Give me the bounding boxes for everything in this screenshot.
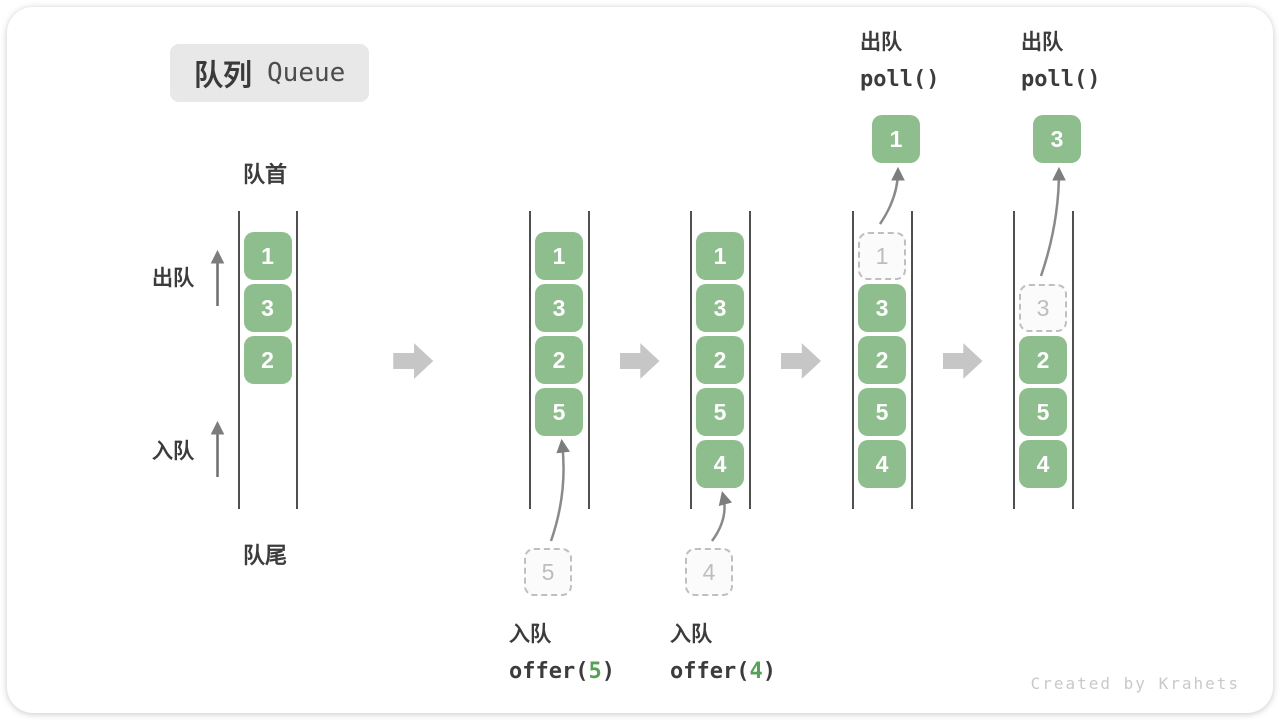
queue-wall-left (237, 211, 240, 509)
queue-cell: 3 (1019, 284, 1067, 332)
queue-cell: 3 (243, 284, 292, 332)
popped-dequeue-cell: 1 (872, 115, 920, 163)
op-code: poll() (1021, 67, 1101, 92)
op-code: offer(5) (509, 659, 615, 684)
op-code-pre: offer( (509, 659, 589, 684)
label-queue-rear: 队尾 (243, 543, 288, 568)
queue-wall-left (529, 211, 531, 509)
title-zh: 队列 (194, 60, 253, 92)
queue-wall-right (296, 211, 298, 509)
op-zh: 出队 (1021, 31, 1063, 54)
queue-cell: 5 (858, 388, 906, 436)
queue-cell: 2 (243, 336, 292, 384)
queue-cell: 5 (1019, 388, 1067, 436)
pending-enqueue-cell: 5 (524, 548, 572, 596)
op-code: offer(4) (670, 659, 776, 684)
pending-enqueue-cell: 4 (685, 548, 733, 596)
queue-cell: 5 (696, 388, 744, 436)
queue-wall-right (587, 211, 590, 509)
queue-cell: 3 (535, 284, 583, 332)
enqueue-op-label: 入队 offer(4) (670, 618, 776, 684)
queue-cell: 3 (696, 284, 744, 332)
queue-cell: 2 (696, 336, 744, 384)
queue-cell: 4 (696, 440, 744, 488)
title-en: Queue (267, 58, 346, 88)
queue-wall-left (852, 211, 854, 509)
op-zh: 入队 (509, 623, 551, 646)
queue-wall-left (1013, 211, 1015, 509)
op-code-post: ) (762, 659, 776, 684)
title-badge: 队列 Queue (170, 44, 370, 102)
op-zh: 出队 (860, 31, 902, 54)
queue-cell: 4 (1019, 440, 1067, 488)
op-code-pre: offer( (670, 659, 750, 684)
label-enqueue: 入队 (152, 440, 194, 463)
queue-cell: 1 (858, 232, 906, 280)
dequeue-op-label: 出队 poll() (1021, 26, 1100, 92)
op-zh: 入队 (670, 623, 712, 646)
op-code-arg: 4 (749, 659, 763, 684)
queue-wall-right (1071, 211, 1074, 509)
queue-cell: 4 (858, 440, 906, 488)
watermark: Created by Krahets (1030, 674, 1240, 693)
op-code-arg: 5 (588, 659, 602, 684)
queue-cell: 5 (535, 388, 583, 436)
queue-wall-left (690, 211, 692, 509)
label-dequeue: 出队 (152, 267, 194, 290)
queue-cell: 2 (858, 336, 906, 384)
queue-wall-right (910, 211, 913, 509)
queue-cell: 2 (535, 336, 583, 384)
popped-dequeue-cell: 3 (1033, 115, 1081, 163)
label-queue-front: 队首 (243, 162, 288, 187)
queue-cell: 1 (535, 232, 583, 280)
queue-cell: 1 (696, 232, 744, 280)
op-code-post: ) (601, 659, 615, 684)
dequeue-op-label: 出队 poll() (860, 26, 939, 92)
queue-cell: 2 (1019, 336, 1067, 384)
enqueue-op-label: 入队 offer(5) (509, 618, 615, 684)
queue-cell: 3 (858, 284, 906, 332)
op-code: poll() (860, 67, 940, 92)
queue-cell: 1 (243, 232, 292, 280)
queue-wall-right (748, 211, 751, 509)
